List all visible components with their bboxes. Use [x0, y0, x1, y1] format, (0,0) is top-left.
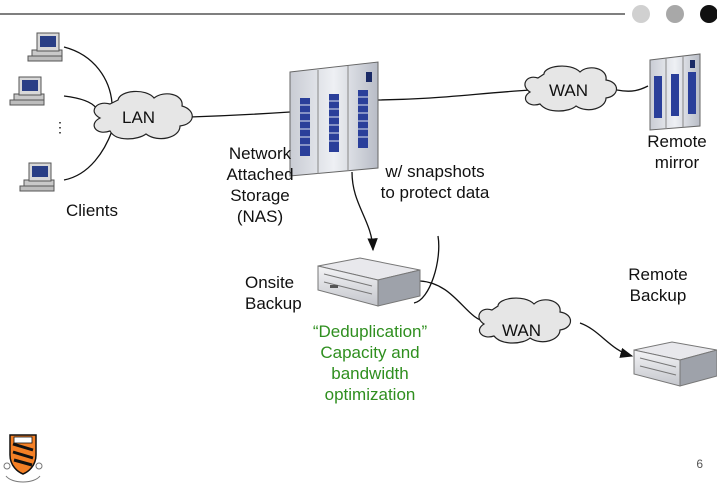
deduplication-note-line-3: bandwidth	[331, 364, 409, 383]
client-link-2	[63, 95, 97, 109]
deduplication-note-line-2: Capacity and	[320, 343, 420, 362]
header-dot-dark	[700, 5, 717, 23]
wan-cloud-bottom	[478, 297, 572, 344]
nas-server-icon	[289, 61, 379, 177]
nas-label-line-2: Attached	[226, 165, 294, 184]
onsite-backup-label-line-1: Onsite	[245, 273, 295, 292]
nas-label-line-1: Network	[228, 144, 292, 163]
header-dot-mid	[666, 5, 684, 23]
remote-backup-appliance-icon	[633, 341, 717, 387]
nas-label-line-3: Storage	[230, 186, 290, 205]
wan-cloud-top	[524, 65, 618, 112]
page-number: 6	[696, 457, 703, 471]
remote-mirror-label-line-2: mirror	[654, 153, 700, 172]
snapshots-label: w/ snapshots to protect data	[370, 161, 500, 203]
nas-label-line-4: (NAS)	[236, 207, 284, 226]
nas-to-onsite-arrow	[351, 171, 378, 252]
university-shield-logo	[3, 434, 43, 483]
client-computer-1	[27, 32, 63, 62]
remote-mirror-label: Remote mirror	[641, 131, 713, 173]
deduplication-note-line-4: optimization	[324, 385, 416, 404]
clients-ellipsis: ⋮	[53, 119, 67, 135]
remote-backup-label-line-2: Backup	[629, 286, 687, 305]
remote-mirror-label-line-1: Remote	[647, 132, 707, 151]
wan-bottom-label: WAN	[502, 321, 542, 340]
lan-label: LAN	[122, 108, 156, 127]
onsite-backup-label-line-2: Backup	[245, 294, 302, 313]
snapshots-label-line-2: to protect data	[380, 183, 490, 202]
wan-top-label: WAN	[549, 81, 589, 100]
snapshots-label-line-1: w/ snapshots	[385, 162, 485, 181]
deduplication-note-line-1: “Deduplication”	[312, 322, 428, 341]
lan-nas-link	[189, 111, 291, 118]
deduplication-note: “Deduplication” Capacity and bandwidth o…	[300, 321, 440, 405]
remote-backup-label-line-1: Remote	[628, 265, 688, 284]
client-computer-2	[9, 76, 45, 106]
onsite-loop-line	[413, 235, 440, 304]
wan-mirror-link	[616, 85, 649, 92]
remote-backup-label: Remote Backup	[620, 264, 696, 306]
remote-mirror-server-icon	[649, 53, 701, 131]
onsite-backup-appliance-icon	[317, 257, 421, 307]
lan-cloud	[93, 90, 193, 140]
onsite-backup-label: Onsite Backup	[245, 272, 315, 314]
nas-label: Network Attached Storage (NAS)	[222, 143, 298, 227]
client-link-1	[63, 46, 113, 104]
client-link-3	[63, 130, 113, 181]
nas-wan-link	[371, 89, 531, 101]
wan-remote-backup-arrow	[579, 322, 634, 358]
header-dot-light	[632, 5, 650, 23]
clients-label: Clients	[66, 201, 118, 220]
client-computer-3	[19, 162, 55, 192]
